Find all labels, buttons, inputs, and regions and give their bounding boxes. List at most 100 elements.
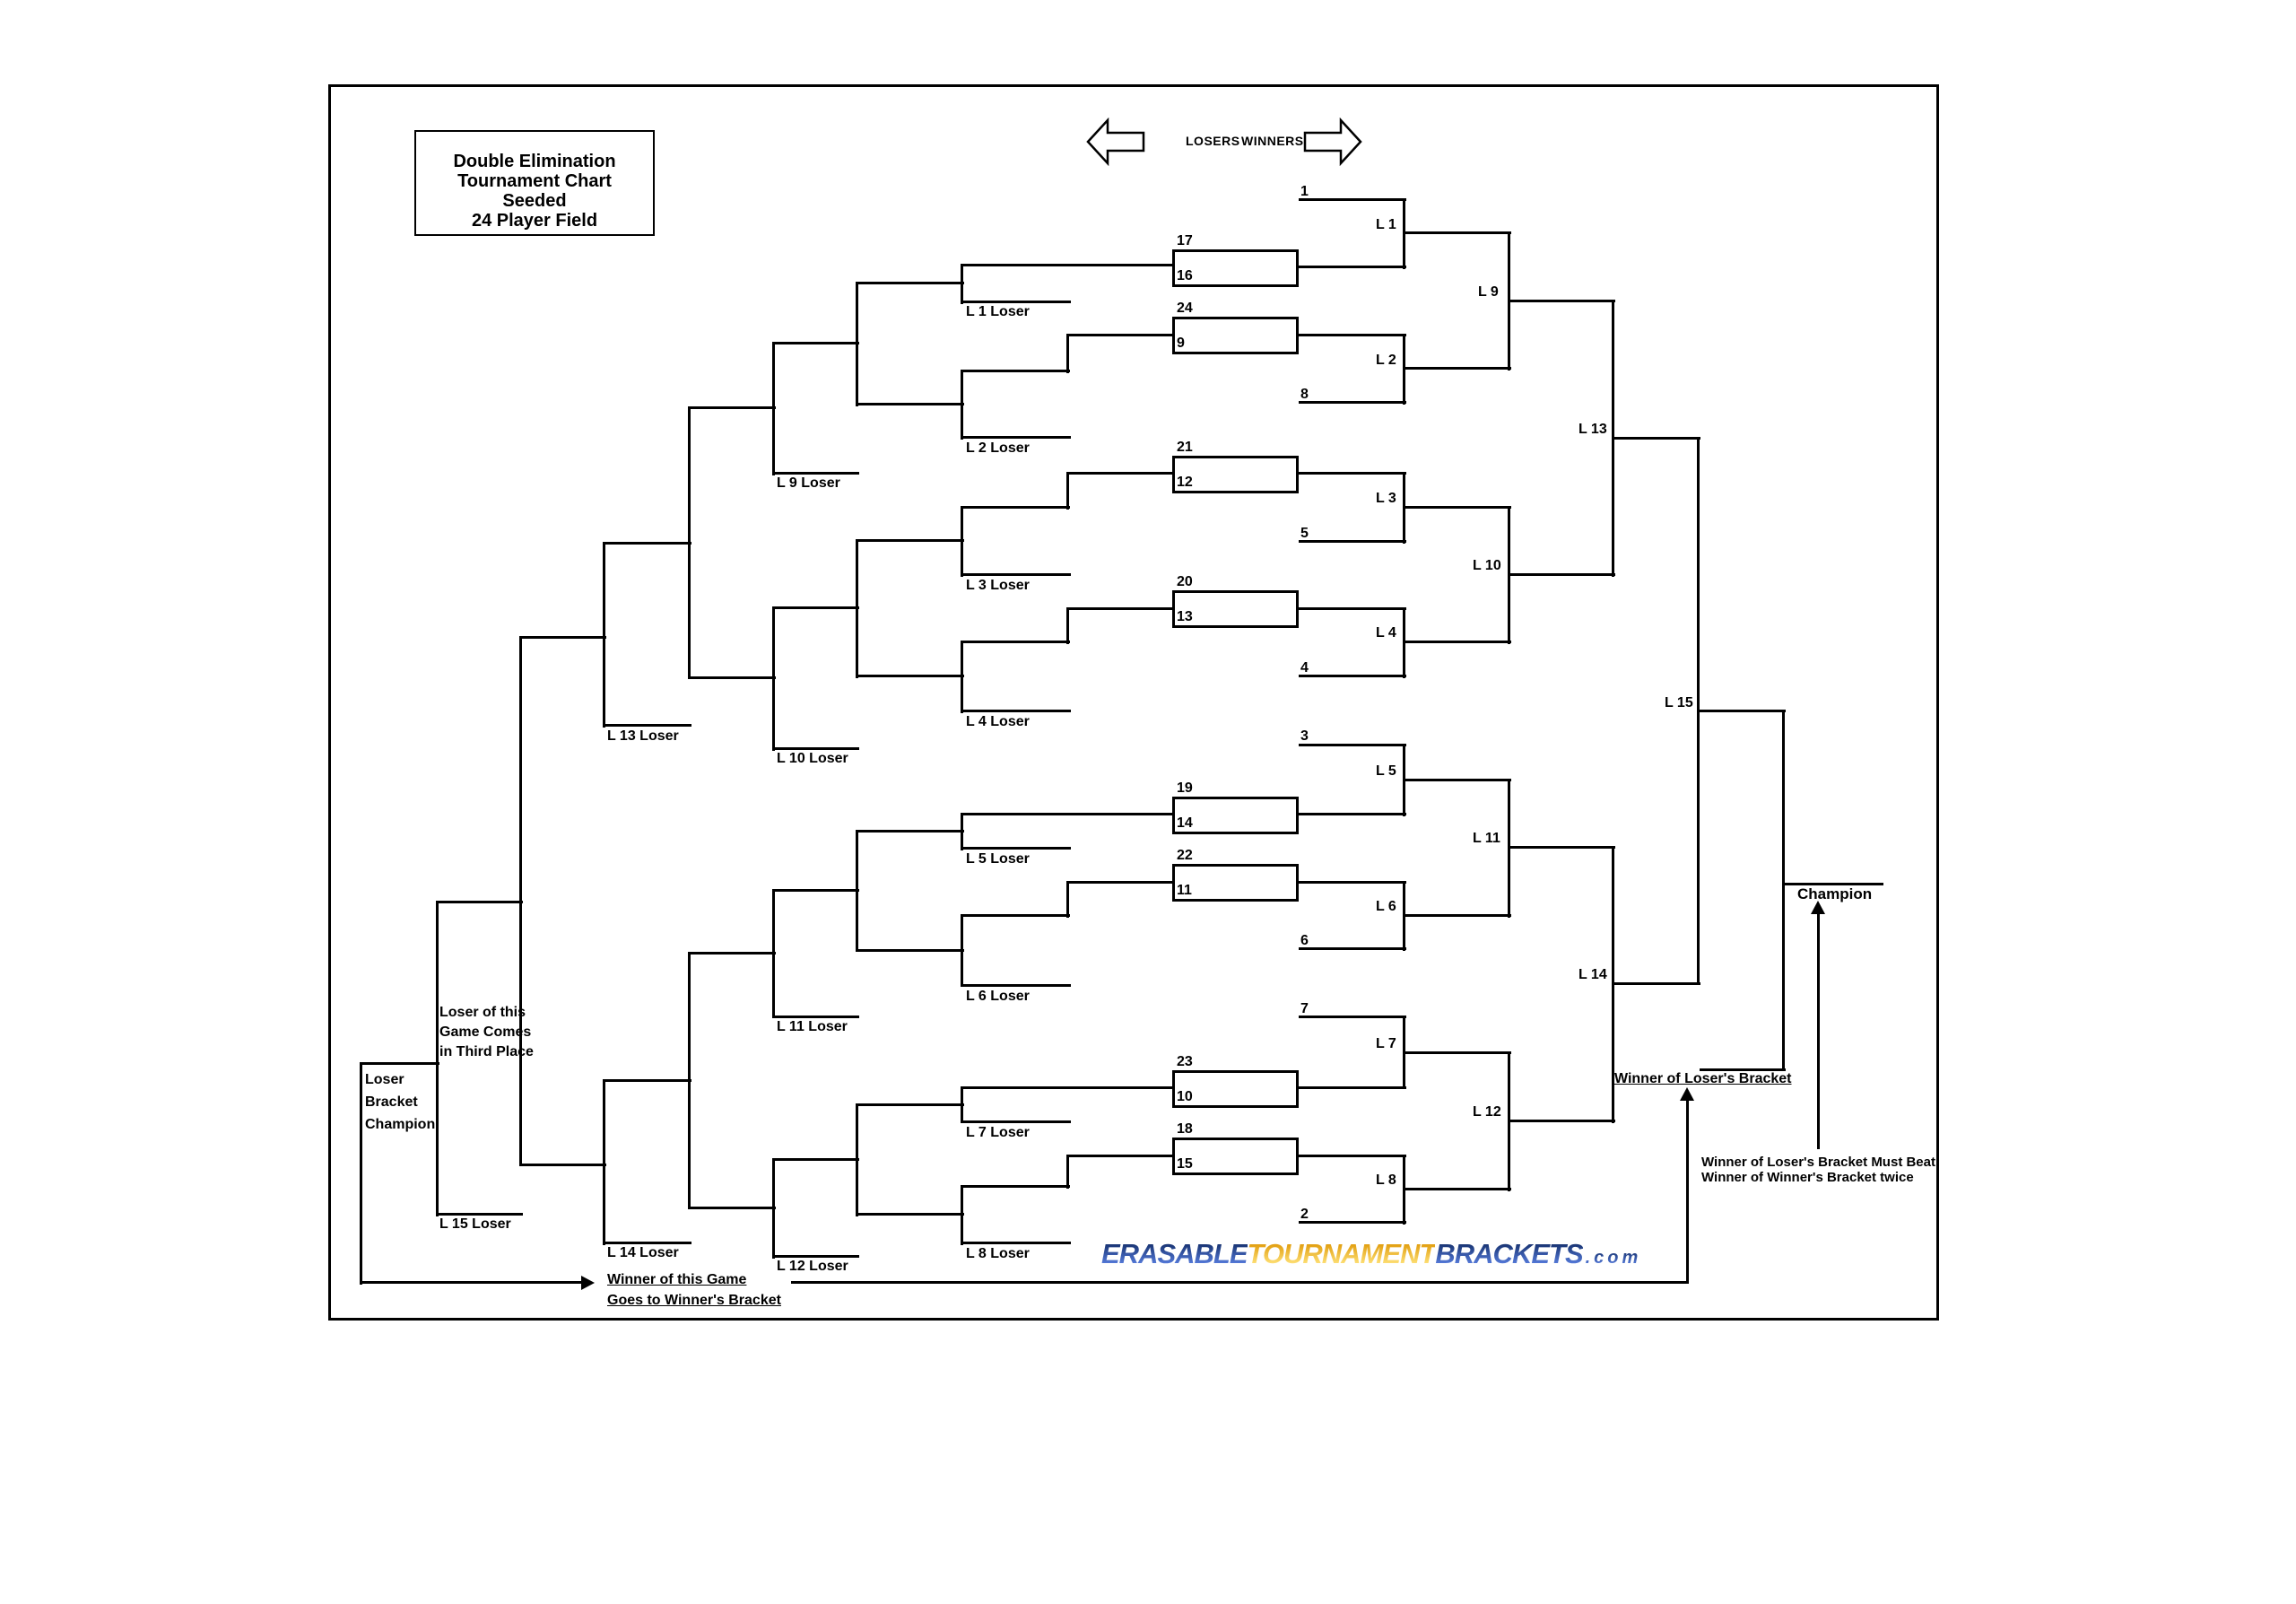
to-winners-note-2: Goes to Winner's Bracket bbox=[607, 1293, 781, 1308]
drop-line bbox=[604, 724, 691, 727]
drop-label-l2: L 2 Loser bbox=[966, 440, 1030, 456]
drop-label-l10: L 10 Loser bbox=[777, 751, 848, 766]
logo-brackets: BRACKETS bbox=[1435, 1238, 1583, 1269]
game-label-l10: L 10 bbox=[1473, 558, 1501, 573]
lb-out-line bbox=[857, 282, 964, 284]
game-out-line bbox=[1509, 1120, 1615, 1122]
box-loser-line bbox=[961, 506, 1070, 509]
box-winner-line bbox=[1299, 881, 1406, 884]
lb-out-line bbox=[857, 1103, 964, 1106]
game-label-l3: L 3 bbox=[1376, 491, 1396, 506]
seed-line bbox=[1299, 744, 1406, 746]
legend-losers: LOSERS bbox=[1186, 134, 1240, 148]
game-label-l5: L 5 bbox=[1376, 763, 1396, 779]
box-loser-line bbox=[1067, 1155, 1175, 1157]
playin-box-17-16 bbox=[1172, 249, 1299, 287]
lb-out-line bbox=[857, 403, 964, 405]
box-seed: 13 bbox=[1177, 609, 1193, 624]
box-loser-line bbox=[961, 1086, 1175, 1089]
bracket-join bbox=[603, 1079, 605, 1245]
game-label-l12: L 12 bbox=[1473, 1104, 1501, 1120]
game-label-l8: L 8 bbox=[1376, 1172, 1396, 1188]
jog-join bbox=[1066, 881, 1069, 918]
drop-label-l1: L 1 Loser bbox=[966, 304, 1030, 319]
drop-label-l6: L 6 Loser bbox=[966, 989, 1030, 1004]
lb-path-riser bbox=[1686, 1100, 1689, 1284]
logo-tournament: TOURNAMENT bbox=[1247, 1238, 1437, 1269]
game-out-line bbox=[1404, 1188, 1511, 1190]
game-out-line bbox=[1613, 437, 1700, 440]
game-label-l15: L 15 bbox=[1665, 695, 1693, 710]
page-border bbox=[328, 84, 1939, 1321]
game-label-l14: L 14 bbox=[1578, 967, 1607, 982]
box-seed: 17 bbox=[1177, 233, 1193, 248]
drop-label-l12: L 12 Loser bbox=[777, 1259, 848, 1274]
game-out-line bbox=[1613, 982, 1700, 985]
lb-out-line bbox=[773, 342, 859, 344]
drop-line bbox=[961, 984, 1071, 987]
game-out-line bbox=[1404, 231, 1511, 234]
winner-lb-line bbox=[1700, 1068, 1786, 1071]
lb-out-line bbox=[857, 539, 964, 542]
lb-out-line bbox=[857, 949, 964, 952]
seed-label-7: 7 bbox=[1300, 1001, 1309, 1016]
box-loser-line bbox=[961, 1185, 1070, 1188]
game-label-l13: L 13 bbox=[1578, 422, 1607, 437]
drop-label-l3: L 3 Loser bbox=[966, 578, 1030, 593]
logo-erasable: ERASABLE bbox=[1101, 1238, 1248, 1269]
box-seed: 22 bbox=[1177, 848, 1193, 863]
champion-label: Champion bbox=[1797, 885, 1873, 902]
seed-line bbox=[1299, 540, 1406, 543]
seed-label-3: 3 bbox=[1300, 728, 1309, 744]
lb-champion-word-3: Champion bbox=[365, 1117, 436, 1132]
playin-box-19-14 bbox=[1172, 797, 1299, 834]
game-out-line bbox=[1404, 914, 1511, 917]
playin-box-23-10 bbox=[1172, 1070, 1299, 1108]
jog-join bbox=[1066, 472, 1069, 510]
game-label-l1: L 1 bbox=[1376, 217, 1396, 232]
champion-arrow-shaft bbox=[1817, 913, 1820, 1149]
box-seed: 24 bbox=[1177, 301, 1193, 316]
champion-line bbox=[1783, 883, 1883, 885]
seed-label-6: 6 bbox=[1300, 933, 1309, 948]
game-out-line bbox=[1404, 1051, 1511, 1054]
box-seed: 14 bbox=[1177, 815, 1193, 831]
seed-label-2: 2 bbox=[1300, 1207, 1309, 1222]
jog-join bbox=[1066, 1155, 1069, 1189]
third-place-note-2: Game Comes bbox=[439, 1024, 532, 1040]
lb-out-line bbox=[689, 676, 776, 679]
title-line-4: 24 Player Field bbox=[471, 211, 598, 231]
game-out-line bbox=[1404, 367, 1511, 370]
game-out-line bbox=[1509, 300, 1615, 302]
title-line-3: Seeded bbox=[502, 191, 567, 211]
game-label-l11: L 11 bbox=[1473, 831, 1500, 846]
drop-label-l13: L 13 Loser bbox=[607, 728, 679, 744]
lb-out-line bbox=[773, 606, 859, 609]
lb-out-line bbox=[689, 406, 776, 409]
lb-out-line bbox=[857, 675, 964, 677]
lb-out-line bbox=[857, 1213, 964, 1216]
game-label-l9: L 9 bbox=[1478, 284, 1499, 300]
drop-label-l9: L 9 Loser bbox=[777, 475, 840, 491]
box-loser-line bbox=[1067, 334, 1175, 336]
seed-label-8: 8 bbox=[1300, 387, 1309, 402]
seed-line bbox=[1299, 198, 1406, 201]
drop-line bbox=[961, 1242, 1071, 1244]
drop-line bbox=[773, 472, 859, 475]
box-seed: 21 bbox=[1177, 440, 1193, 455]
must-beat-note-2: Winner of Winner's Bracket twice bbox=[1701, 1170, 1914, 1185]
box-seed: 23 bbox=[1177, 1054, 1193, 1069]
up-arrowhead-icon bbox=[1811, 901, 1825, 914]
game-out-line bbox=[1509, 846, 1615, 849]
playin-box-21-12 bbox=[1172, 456, 1299, 493]
title-line-1: Double Elimination bbox=[453, 152, 616, 171]
box-seed: 19 bbox=[1177, 780, 1193, 796]
drop-label-l4: L 4 Loser bbox=[966, 714, 1030, 729]
logo: ERASABLETOURNAMENTBRACKETS.com bbox=[1101, 1240, 1641, 1268]
box-seed: 20 bbox=[1177, 574, 1193, 589]
bracket-join bbox=[1782, 710, 1785, 1071]
drop-label-l5: L 5 Loser bbox=[966, 851, 1030, 867]
box-seed: 15 bbox=[1177, 1156, 1193, 1172]
lb-out-line bbox=[437, 901, 523, 903]
box-loser-line bbox=[1067, 607, 1175, 610]
